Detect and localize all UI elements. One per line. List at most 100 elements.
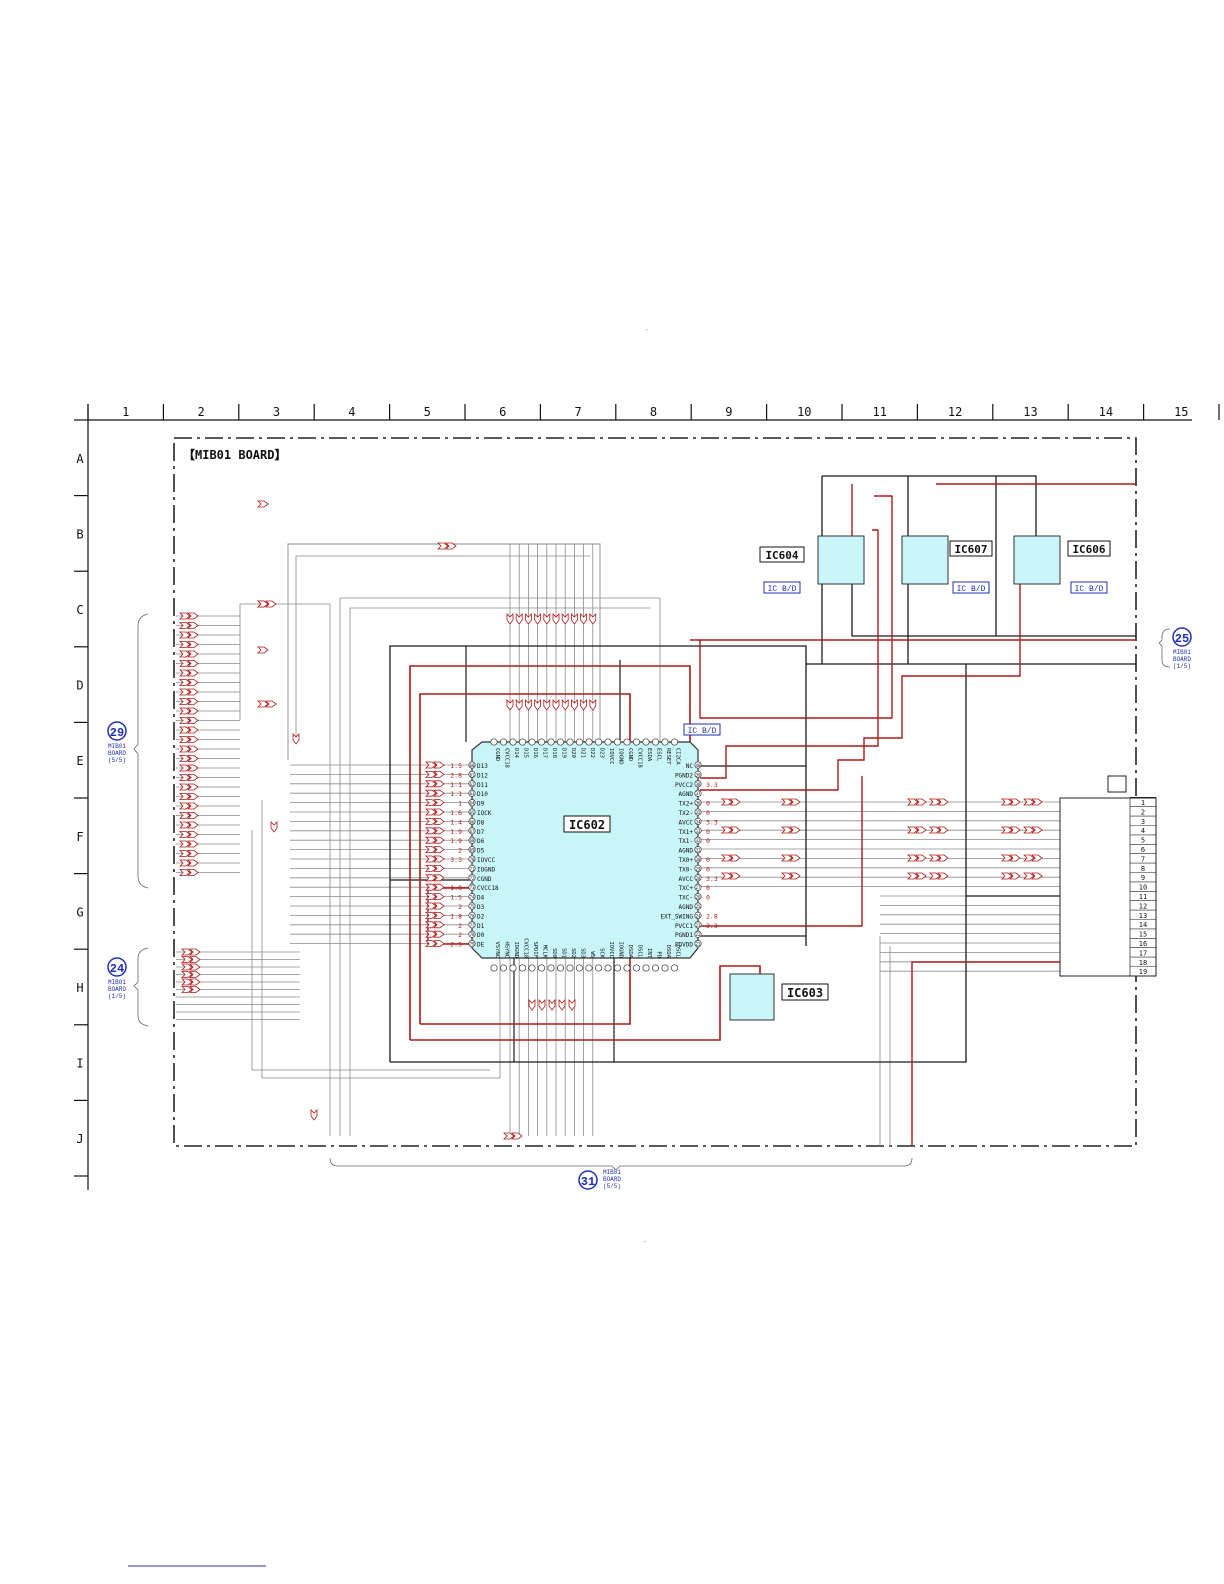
- signal-arrow: [179, 793, 191, 800]
- ic602-left-pin-name: IOCK: [477, 810, 492, 817]
- ic607-chip: IC607 IC B/D: [901, 535, 993, 594]
- ic602-left-pin: [468, 911, 476, 919]
- ic606-label: IC606: [1072, 543, 1105, 556]
- ic602-top-pin-name: IOGND: [618, 748, 624, 765]
- connector-pin-num: 14: [1139, 921, 1147, 929]
- ic602-top-pin: [499, 738, 508, 746]
- signal-arrow: [179, 707, 191, 715]
- loop-trace: [287, 543, 601, 760]
- signal-arrow: [425, 780, 437, 788]
- signal-arrow: [187, 793, 199, 800]
- ic602-top-pin-name: D21: [580, 748, 586, 758]
- ref-31-circle: [578, 1170, 598, 1190]
- signal-arrow: [187, 631, 199, 639]
- ic603-chip: IC603: [729, 973, 829, 1021]
- signal-arrow: [425, 761, 437, 769]
- ic602-right-pin-num: 38: [696, 782, 701, 787]
- ic602-left-pin-num: 76: [470, 913, 475, 918]
- ic602-right-pin-num: 24: [696, 913, 701, 918]
- ic602-right-pin: [694, 921, 702, 929]
- signal-arrow: [433, 874, 445, 882]
- ref-24-line3: (1/5): [108, 993, 126, 1000]
- ic602-right-pin-voltage: 2.8: [706, 912, 718, 920]
- ic602-right-pin: [694, 780, 702, 788]
- signal-arrow: [179, 631, 191, 639]
- ic603-label-box: [781, 983, 829, 1001]
- signal-arrow: [181, 948, 193, 956]
- ic602-right-pin-name: PVCC1: [675, 923, 693, 930]
- signal-arrow: [179, 612, 191, 620]
- ic606-label-box: [1067, 540, 1111, 557]
- ic602-right-pin: [694, 864, 702, 872]
- signal-arrow: [425, 846, 437, 853]
- ic602-bottom-pin-name: VSYNC: [494, 941, 500, 958]
- power-trace: [822, 475, 1037, 536]
- ic602-right-pin: [694, 940, 702, 948]
- row-label: A: [76, 452, 84, 466]
- signal-arrow: [187, 612, 199, 620]
- ic602-bottom-pin: [566, 964, 574, 972]
- ic602-top-pin-name: CGND: [627, 748, 633, 761]
- ref-29: 29 MIB01 BOARD (5/5): [107, 613, 149, 889]
- signal-arrow: [721, 872, 733, 880]
- ic602-top-pin-name: CVCC18: [637, 748, 643, 768]
- ic602-left-pin-name: D8: [477, 819, 485, 826]
- signal-arrow: [571, 613, 578, 625]
- signal-arrow: [907, 826, 919, 834]
- connector-body: [1059, 797, 1157, 977]
- ic602-right-pin-name: AGND: [679, 904, 694, 911]
- signal-arrow: [179, 840, 191, 848]
- ref-29-brace: [133, 613, 149, 889]
- signal-arrow: [425, 827, 437, 835]
- ic602-right-pin: [694, 846, 702, 854]
- signal-arrow: [257, 500, 269, 508]
- ic606-chip: IC606 IC B/D: [1013, 535, 1111, 594]
- ic602-right-pin-name: PVCC2: [675, 782, 693, 789]
- signal-arrow: [187, 641, 199, 648]
- ic602-right-pin-num: 21: [696, 942, 701, 947]
- ic602-right-pin-num: 34: [696, 819, 701, 824]
- signal-arrow: [1009, 854, 1021, 862]
- ic602-left-pin-voltage: 1.9: [450, 837, 462, 845]
- red-traces: [409, 483, 1136, 1146]
- ic602-top-pin: [537, 738, 546, 746]
- signal-arrow: [433, 799, 445, 806]
- supply-trace: [409, 665, 691, 1040]
- signal-arrow: [1031, 872, 1043, 880]
- ic602-bottom-pin-name: SCK: [599, 948, 605, 959]
- signal-arrow: [179, 850, 191, 857]
- ic602-top-pin-name: D17: [542, 748, 548, 758]
- ic602-left-pin-voltage: 2: [458, 931, 462, 939]
- signal-arrow: [187, 850, 199, 857]
- signal-arrow: [907, 798, 919, 806]
- signal-arrow: [179, 764, 191, 772]
- ic604-bd-box: [763, 581, 801, 594]
- ic602-left-pin-num: 77: [470, 923, 475, 928]
- ic602-right-pin-voltage: 0: [706, 884, 710, 892]
- ic602-right-pin-num: 36: [696, 801, 701, 806]
- connector-pin-num: 16: [1139, 940, 1147, 948]
- signal-arrow: [257, 646, 269, 654]
- ic602-left-pin-num: 69: [470, 848, 475, 853]
- signal-arrow: [915, 872, 927, 880]
- ic602-left-pin: [468, 808, 476, 816]
- ic602-left-pin-name: D4: [477, 895, 485, 902]
- ic602-right-pin-num: 40: [696, 763, 701, 768]
- signal-arrow: [525, 613, 532, 625]
- ic602-right-pin-voltage: 3.3: [706, 818, 718, 826]
- ref-24-line1: MIB01: [108, 979, 126, 986]
- signal-arrow: [515, 613, 523, 625]
- signal-arrow: [1031, 826, 1043, 834]
- ref-29-line1: MIB01: [108, 743, 126, 750]
- ic602-right-pin: [694, 836, 702, 844]
- ic602-left-pin-num: 68: [470, 838, 475, 843]
- signal-arrow: [425, 855, 437, 863]
- signal-arrow: [589, 699, 597, 711]
- ic602-bottom-pin: [509, 964, 517, 972]
- signal-arrow: [534, 613, 541, 625]
- signal-arrow: [179, 698, 191, 705]
- ic602-bottom-pin-name: INT: [646, 948, 652, 959]
- ic602-bottom-pin: [651, 964, 660, 972]
- signal-arrow: [425, 789, 437, 797]
- signal-arrow: [937, 798, 949, 806]
